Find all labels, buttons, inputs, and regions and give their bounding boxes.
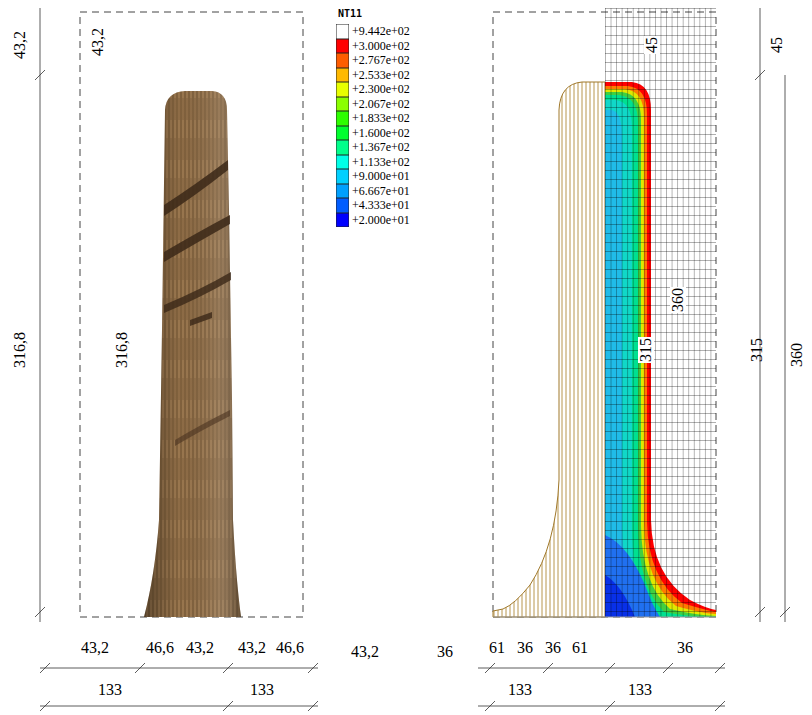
finite-element-mesh — [605, 8, 716, 617]
legend-swatch — [336, 53, 349, 68]
dimension-label: 316,8 — [12, 332, 28, 368]
legend-row: +9.000e+01 — [336, 169, 410, 184]
legend-value: +1.833e+02 — [352, 111, 410, 126]
dimension-label: 315 — [749, 338, 765, 362]
legend-value: +6.667e+01 — [352, 184, 410, 199]
dimension-label: 133 — [628, 682, 652, 698]
dimension-label: 36 — [545, 640, 561, 656]
legend-row: +2.533e+02 — [336, 68, 410, 83]
legend-value: +1.133e+02 — [352, 155, 410, 170]
legend-row: +3.000e+02 — [336, 39, 410, 54]
legend-row: +2.767e+02 — [336, 53, 410, 68]
legend-swatch — [336, 39, 349, 54]
legend-row: +1.133e+02 — [336, 155, 410, 170]
legend-value: +9.000e+01 — [352, 169, 410, 184]
legend-value: +9.442e+02 — [352, 24, 410, 39]
legend-swatch — [336, 169, 349, 184]
dimension-label: 45 — [644, 36, 660, 54]
dimension-label: 360 — [670, 287, 686, 313]
legend-value: +3.000e+02 — [352, 39, 410, 54]
legend-swatch — [336, 111, 349, 126]
legend-swatch — [336, 126, 349, 141]
wood-post — [144, 91, 241, 617]
dimension-label: 43,2 — [238, 640, 266, 656]
legend-swatch — [336, 140, 349, 155]
legend-row: +2.300e+02 — [336, 82, 410, 97]
legend-value: +1.367e+02 — [352, 140, 410, 155]
dimension-label: 43,2 — [351, 644, 379, 660]
legend-swatch — [336, 213, 349, 228]
legend-value: +2.533e+02 — [352, 68, 410, 83]
legend-swatch — [336, 198, 349, 213]
legend-value: +2.300e+02 — [352, 82, 410, 97]
legend-swatch — [336, 184, 349, 199]
dimension-label: 61 — [489, 640, 505, 656]
dimension-label: 360 — [789, 343, 805, 367]
dimension-label: 61 — [572, 640, 588, 656]
dimension-label: 43,2 — [186, 640, 214, 656]
legend-value: +4.333e+01 — [352, 198, 410, 213]
base-line — [493, 617, 716, 618]
dimension-label: 36 — [517, 640, 533, 656]
hatched-section — [493, 82, 605, 617]
dimension-label: 133 — [250, 682, 274, 698]
dimension-label: 46,6 — [276, 640, 304, 656]
legend-row: +1.833e+02 — [336, 111, 410, 126]
dimension-label: 36 — [437, 644, 453, 660]
dimension-label: 316,8 — [114, 332, 130, 368]
contour-legend: +9.442e+02+3.000e+02+2.767e+02+2.533e+02… — [336, 24, 410, 227]
dimension-lines — [35, 8, 790, 711]
legend-heading: NT11 — [338, 9, 362, 19]
dimension-label: 46,6 — [146, 640, 174, 656]
legend-swatch — [336, 24, 349, 39]
legend-row: +6.667e+01 — [336, 184, 410, 199]
legend-row: +2.000e+01 — [336, 213, 410, 228]
dimension-label: 36 — [677, 640, 693, 656]
dimension-label: 133 — [508, 682, 532, 698]
legend-value: +2.000e+01 — [352, 213, 410, 228]
dimension-label: 133 — [98, 682, 122, 698]
legend-value: +2.767e+02 — [352, 53, 410, 68]
legend-swatch — [336, 82, 349, 97]
dimension-label: 315 — [638, 337, 654, 363]
legend-swatch — [336, 155, 349, 170]
dimension-label: 45 — [769, 37, 785, 53]
dimension-label: 43,2 — [81, 640, 109, 656]
legend-row: +1.600e+02 — [336, 126, 410, 141]
legend-swatch — [336, 97, 349, 112]
legend-value: +1.600e+02 — [352, 126, 410, 141]
legend-swatch — [336, 68, 349, 83]
dimension-label: 43,2 — [12, 31, 28, 59]
legend-value: +2.067e+02 — [352, 97, 410, 112]
legend-row: +9.442e+02 — [336, 24, 410, 39]
legend-row: +4.333e+01 — [336, 198, 410, 213]
legend-row: +1.367e+02 — [336, 140, 410, 155]
legend-row: +2.067e+02 — [336, 97, 410, 112]
dimension-label: 43,2 — [90, 28, 106, 56]
